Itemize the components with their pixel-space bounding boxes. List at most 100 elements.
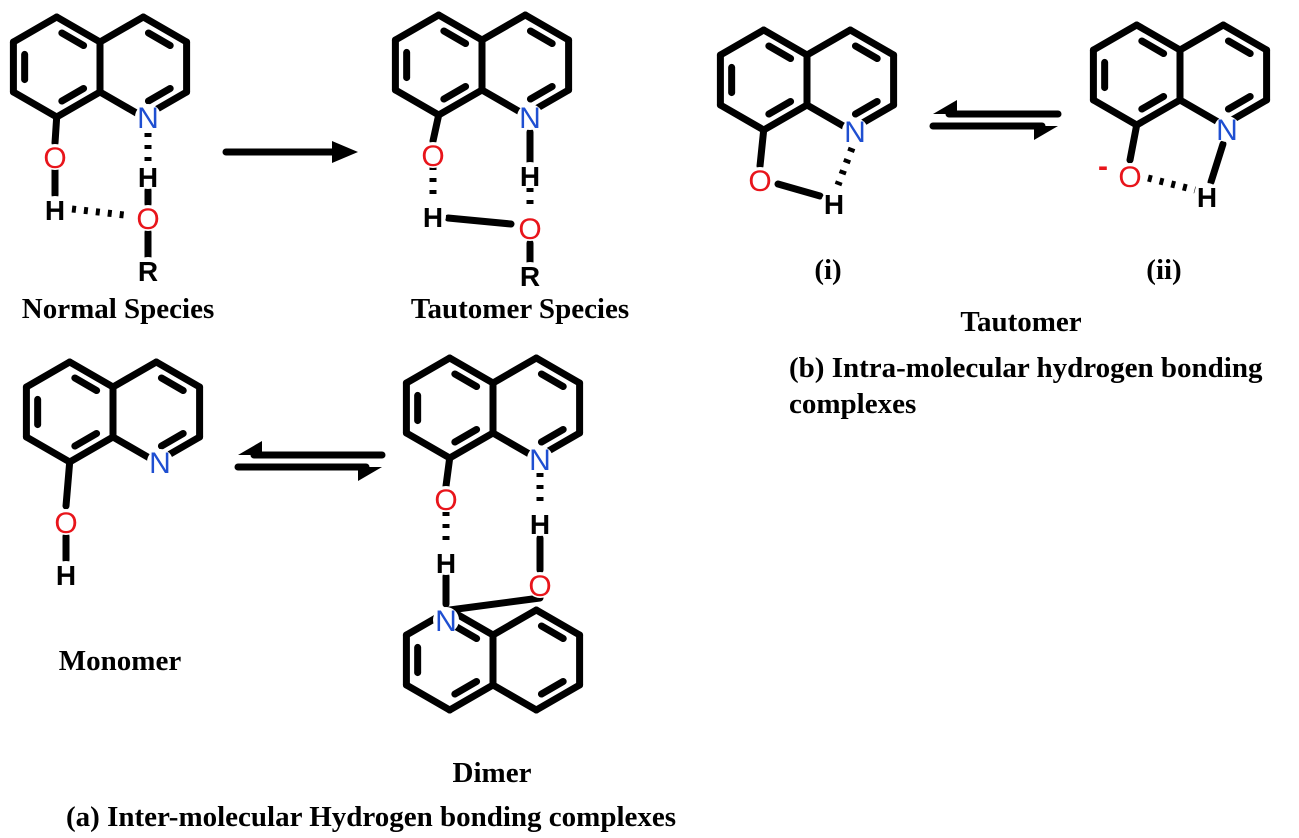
dimer-hydrogen-left: H — [436, 548, 456, 579]
normal-species-bond-c4-c3 — [139, 13, 191, 46]
reaction-arrow-head — [332, 141, 358, 163]
form-ii-hydrogen: H — [1197, 182, 1217, 213]
normal-species-bond-c5-c6 — [9, 13, 61, 46]
dimer-bottom-quinoline-ring — [402, 606, 584, 714]
dimer-bottom-bond-c8-o — [446, 594, 544, 614]
monomer-hydrogen-bg — [53, 561, 79, 587]
form-ii-bond-c4a-c5 — [1133, 21, 1184, 54]
form-i-bond-c8-c8a — [760, 101, 811, 134]
monomer-bond-c4a-c5-inner — [71, 374, 101, 395]
tautomer-species-hydrogen-a-bg — [420, 203, 446, 229]
dimer-bottom-oxygen: O — [528, 570, 551, 603]
normal-species-solvent-oxygen-bg — [135, 205, 161, 231]
tautomer-species-solvent-oxygen: O — [518, 213, 541, 246]
form-i-oxygen: O — [748, 165, 771, 198]
monomer-bond-c4a-c5 — [66, 358, 117, 391]
monomer-oxygen: O — [54, 507, 77, 540]
caption-b-line2: complexes — [789, 388, 916, 420]
normal-species-bond-c4a-c5 — [53, 13, 104, 46]
dimer-bottom-bond-c2-n1 — [532, 606, 584, 639]
monomer-dimer-equilibrium-arrow-top-barb — [238, 441, 262, 455]
dimer-bottom-bond-c4a-c5 — [446, 681, 497, 714]
monomer-bond-c2-n1-inner — [157, 429, 187, 450]
form-i-bond-c4a-c5-inner — [765, 42, 795, 63]
form-ii-bond-c4a-c5-inner — [1138, 37, 1168, 58]
dimer-top-oxygen: O — [434, 484, 457, 517]
normal-species-bond-c4a-c4 — [96, 13, 147, 46]
caption-a: (a) Inter-molecular Hydrogen bonding com… — [66, 801, 676, 833]
form-i-bond-c8-o — [756, 126, 768, 170]
form-ii-bond-c7-c8 — [1089, 96, 1141, 129]
caption-b-line1: (b) Intra-molecular hydrogen bonding — [789, 352, 1263, 384]
tautomer-species-bond-c8-o — [429, 111, 443, 145]
form-ii-quinoline-ring — [1089, 21, 1271, 129]
form-i-hbond-n-h — [834, 146, 856, 187]
dimer-bottom-bond-c4a-c5-inner — [451, 677, 481, 698]
dimer-bottom-bond-c8-c8a-inner — [451, 622, 481, 643]
dimer-top-oxygen-bg — [433, 486, 459, 512]
dimer-top-bond-c2-n1-inner — [537, 425, 567, 446]
form-ii-bond-n1-c8a — [1176, 96, 1227, 129]
tautomer-species-bond-c4a-c5 — [435, 11, 486, 44]
monomer-oxygen-bg — [53, 509, 79, 535]
dimer-bottom-nitrogen-bg — [433, 607, 459, 633]
label-form-ii: (ii) — [1146, 254, 1181, 286]
form-ii-bond-n-h — [1207, 140, 1227, 186]
tautomer-species-r-group-bg — [517, 262, 543, 288]
label-monomer: Monomer — [59, 645, 182, 677]
tautomer-species-nitrogen-bg — [517, 104, 543, 130]
arrows-layer — [222, 100, 1062, 481]
dimer-top-bond-c4-c3-inner — [537, 370, 567, 391]
monomer-dimer-equilibrium-arrow-bottom-barb — [358, 467, 382, 481]
tautomer-species-bond-c8-c8a-inner — [440, 82, 470, 103]
normal-species-bond-c8-c8a-inner — [58, 84, 88, 105]
normal-species-hydrogen-oh: H — [45, 195, 65, 226]
tautomer-species-bond-c5-c6 — [391, 11, 443, 44]
form-ii-bond-c4a-c4 — [1176, 21, 1227, 54]
tautomer-species-oxygen: O — [421, 140, 444, 173]
tautomer-species-oxygen-bg — [420, 142, 446, 168]
tautomer-equilibrium-arrow-bottom-barb — [1034, 126, 1058, 140]
form-i-quinoline-ring — [716, 26, 898, 134]
form-i-bond-c8-c8a-inner — [765, 97, 795, 118]
form-i-bond-c2-n1-inner — [851, 97, 881, 118]
monomer-bond-c5-c6 — [22, 358, 74, 391]
monomer-bond-c8-c8a-inner — [71, 429, 101, 450]
form-i-bond-c4-c3 — [846, 26, 898, 59]
form-ii-negative-charge: - — [1098, 150, 1108, 183]
dimer-top-nitrogen: N — [529, 444, 551, 477]
normal-species-hydrogen-hb-bg — [135, 163, 161, 189]
normal-species-r-group: R — [138, 256, 158, 287]
dimer-hydrogen-right-bg — [527, 510, 553, 536]
dimer-top-bond-c8-c8a — [446, 429, 497, 462]
normal-species-solvent-oxygen: O — [136, 203, 159, 236]
dimer-top-bond-c7-c8 — [402, 429, 454, 462]
dimer-top-bond-c5-c6 — [402, 354, 454, 387]
form-i-bond-c4a-c4 — [803, 26, 854, 59]
tautomer-species-bond-n1-c8a — [478, 86, 529, 119]
dimer-bottom-bond-c2-n1-inner — [537, 622, 567, 643]
tautomer-species-hydrogen-b-bg — [517, 162, 543, 188]
monomer-bond-c4a-c4 — [109, 358, 160, 391]
form-i-hydrogen-bg — [821, 190, 847, 216]
normal-species-nitrogen: N — [137, 102, 159, 135]
form-ii-oxygen: O — [1118, 161, 1141, 194]
monomer-nitrogen: N — [149, 447, 171, 480]
tautomer-species-r-group: R — [520, 261, 540, 292]
monomer-bond-c4-c3-inner — [157, 374, 187, 395]
dimer-hydrogen-right: H — [530, 509, 550, 540]
dimer-top-nitrogen-bg — [527, 446, 553, 472]
labels-layer: Normal Species Tautomer Species Monomer … — [22, 254, 1263, 833]
tautomer-species-nitrogen: N — [519, 102, 541, 135]
tautomer-species-bond-c4-c3-inner — [526, 27, 556, 48]
monomer-hydrogen: H — [56, 560, 76, 591]
normal-species-bond-c4a-c5-inner — [58, 29, 88, 50]
normal-species-bond-c2-n1-inner — [144, 84, 174, 105]
form-ii-nitrogen-bg — [1214, 116, 1240, 142]
tautomer-species-hydrogen-a: H — [423, 202, 443, 233]
form-i-bond-c5-c6 — [716, 26, 768, 59]
dimer-bottom-bond-c4-c3 — [532, 681, 584, 714]
tautomer-species-bond-c4a-c4 — [478, 11, 529, 44]
tautomer-species-quinoline-ring — [391, 11, 573, 119]
